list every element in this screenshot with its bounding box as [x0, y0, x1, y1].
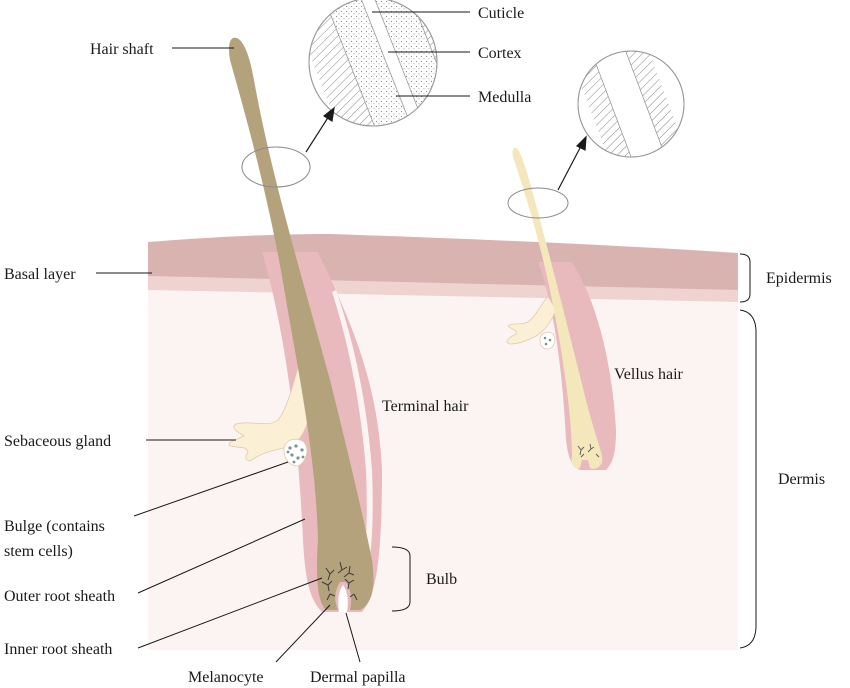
melanocytes	[321, 561, 358, 601]
layer-braces	[391, 253, 757, 649]
magnifier-vellus-rim	[577, 50, 685, 158]
dermis-region	[148, 288, 738, 650]
bulge-stem-cells	[283, 438, 308, 467]
label-bulb: Bulb	[426, 571, 457, 588]
magnify-arrows	[305, 106, 587, 191]
label-terminal-hair: Terminal hair	[382, 398, 469, 415]
magnifier-vellus-layers	[578, 51, 684, 157]
label-vellus-hair: Vellus hair	[614, 366, 684, 383]
label-sebaceous-gland: Sebaceous gland	[4, 433, 111, 450]
label-epidermis: Epidermis	[766, 270, 832, 287]
label-cuticle: Cuticle	[478, 5, 524, 22]
bulb-brace	[391, 546, 411, 612]
label-dermal-papilla: Dermal papilla	[310, 669, 406, 686]
cross-section-vellus	[507, 187, 569, 219]
sebaceous-gland-terminal	[228, 359, 309, 461]
bulge-vellus-dots	[543, 336, 552, 346]
label-cortex: Cortex	[478, 45, 522, 62]
bulge-dot-cluster	[286, 444, 305, 464]
cross-section-terminal	[241, 146, 311, 188]
vellus-hair	[512, 147, 603, 469]
epidermis-brace	[739, 253, 751, 303]
label-medulla: Medulla	[478, 89, 531, 106]
bulge-vellus	[539, 331, 556, 350]
label-hair-shaft: Hair shaft	[90, 41, 154, 58]
label-melanocyte: Melanocyte	[188, 669, 264, 686]
magnifier-terminal-layers	[309, 0, 437, 126]
dermis-brace	[739, 309, 757, 649]
label-bulge-line2: stem cells)	[4, 543, 73, 560]
sebaceous-gland-vellus	[506, 295, 557, 345]
label-outer-root-sheath: Outer root sheath	[4, 588, 115, 605]
label-bulge-line1: Bulge (contains	[4, 518, 105, 535]
label-basal-layer: Basal layer	[4, 266, 76, 283]
label-inner-root-sheath: Inner root sheath	[4, 641, 112, 658]
magnifier-terminal-rim	[308, 0, 438, 127]
vellus-melanocytes	[577, 443, 600, 458]
dermal-papilla	[338, 585, 348, 612]
leader-lines	[96, 11, 470, 663]
label-dermis: Dermis	[778, 471, 825, 488]
terminal-hair	[229, 37, 374, 611]
